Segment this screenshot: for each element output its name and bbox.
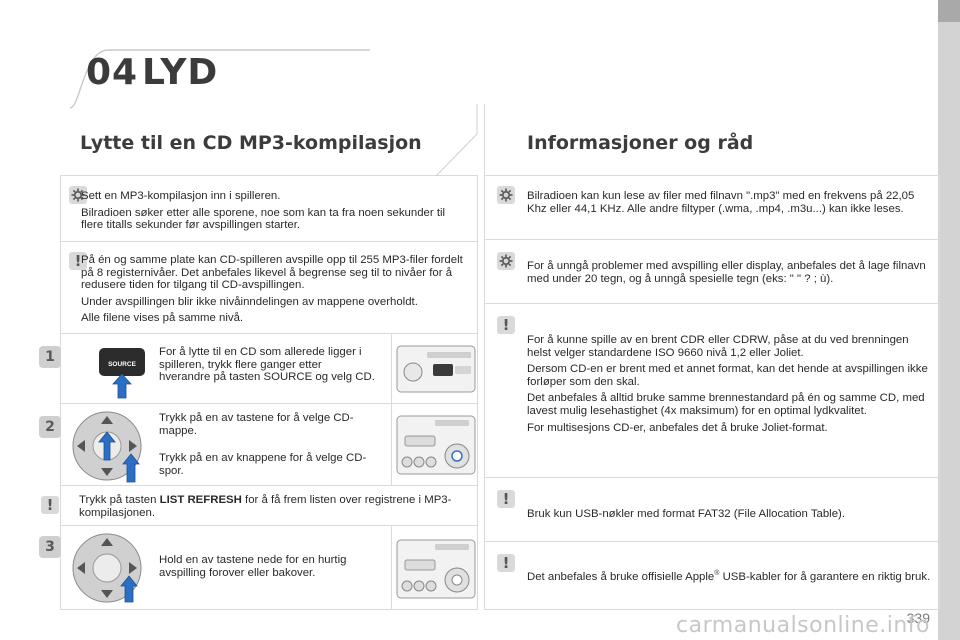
edge-notch: [938, 0, 960, 22]
step-divider: [391, 526, 392, 610]
warning-text-usb: Bruk kun USB-nøkler med format FAT32 (Fi…: [527, 508, 846, 520]
step-divider: [391, 404, 392, 486]
step-2-text-b: Trykk på en av knappene for å velge CD-s…: [159, 452, 367, 477]
tip-icon-box: [497, 252, 515, 270]
warning-icon-box: !: [69, 252, 87, 270]
intro-line-1: Sett en MP3-kompilasjon inn i spilleren.: [81, 190, 281, 202]
step-2-block: 2 Trykk på en av tastene for å velge CD-…: [39, 404, 478, 486]
gear-icon: [499, 188, 513, 202]
warning-line-1: På én og samme plate kan CD-spilleren av…: [81, 254, 463, 292]
header-tab-outline: [70, 49, 370, 109]
exclamation-icon: !: [502, 315, 510, 334]
right-title-box: Informasjoner og råd: [484, 104, 940, 176]
step-2-badge: 2: [39, 416, 61, 438]
source-button-label: SOURCE: [108, 361, 136, 368]
watermark: carmanualsonline.info: [676, 613, 930, 638]
tip-block-1: Bilradioen kan kun lese av filer med fil…: [484, 176, 940, 240]
section-title-mp3: Lytte til en CD MP3-kompilasjon: [80, 132, 422, 154]
intro-line-2: Bilradioen søker etter alle sporene, noe…: [81, 206, 446, 232]
gear-icon: [71, 188, 85, 202]
step-1-badge: 1: [39, 346, 61, 368]
four-way-arrow-pad-icon: [72, 533, 142, 603]
cdr-line-1: For å kunne spille av en brent CDR eller…: [527, 334, 909, 359]
source-button-illustration: SOURCE: [99, 348, 145, 399]
warning-icon-box: !: [497, 490, 515, 508]
page-number: 339: [906, 610, 930, 626]
warning-icon-box: !: [497, 554, 515, 572]
warning-icon-box: !: [497, 316, 515, 334]
warning-text-apple: Det anbefales å bruke offisielle Apple® …: [527, 570, 931, 583]
tip-icon-box: [497, 186, 515, 204]
intro-text: Sett en MP3-kompilasjon inn i spilleren.…: [81, 190, 461, 236]
left-title-box: Lytte til en CD MP3-kompilasjon: [60, 104, 478, 176]
step-1-block: 1 SOURCE For å lytte til en CD som aller…: [39, 334, 478, 404]
chapter-header-tab: [70, 38, 430, 110]
tip-text-2: For å unngå problemer med avspilling ell…: [527, 260, 926, 285]
radio-unit-illustration: [396, 415, 476, 475]
warning-block-cdr: ! For å kunne spille av en brent CDR ell…: [484, 304, 940, 478]
tip-icon-box: [69, 186, 87, 204]
radio-unit-illustration: [396, 345, 476, 393]
list-refresh-text: Trykk på tasten LIST REFRESH for å få fr…: [79, 494, 452, 519]
chapter-number: 04: [86, 52, 139, 93]
step-1-text: For å lytte til en CD som allerede ligge…: [159, 346, 375, 384]
tip-text-1: Bilradioen kan kun lese av filer med fil…: [527, 190, 915, 215]
list-refresh-key: LIST REFRESH: [159, 494, 242, 506]
step-3-badge: 3: [39, 536, 61, 558]
step-3-block: 3 Hold en av tastene nede for en hurtig …: [39, 526, 478, 610]
list-refresh-block: ! Trykk på tasten LIST REFRESH for å få …: [41, 486, 478, 526]
section-title-info: Informasjoner og råd: [527, 132, 754, 154]
warning-block-usb: ! Bruk kun USB-nøkler med format FAT32 (…: [484, 478, 940, 542]
step-3-text: Hold en av tastene nede for en hurtig av…: [159, 554, 347, 579]
exclamation-icon: !: [502, 553, 510, 572]
exclamation-icon: !: [74, 251, 82, 270]
title-box-corner: [435, 104, 478, 176]
tip-block-2: For å unngå problemer med avspilling ell…: [484, 240, 940, 304]
intro-block: Sett en MP3-kompilasjon inn i spilleren.…: [60, 176, 478, 242]
cdr-line-2: Dersom CD-en er brent med et annet forma…: [527, 363, 928, 388]
right-column: Informasjoner og råd Bilradioen kan kun …: [484, 104, 940, 610]
step-divider: [391, 334, 392, 404]
warning-icon-box: !: [41, 496, 59, 514]
cdr-line-4: For multisesjons CD-er, anbefales det å …: [527, 421, 828, 434]
radio-unit-illustration: [396, 539, 476, 599]
exclamation-icon: !: [46, 495, 54, 514]
mp3-warning-block: ! På én og samme plate kan CD-spilleren …: [60, 242, 478, 334]
left-column: Lytte til en CD MP3-kompilasjon Sett en …: [39, 104, 478, 610]
warning-line-3: Alle filene vises på samme nivå.: [81, 312, 244, 325]
chapter-title: LYD: [142, 52, 219, 93]
gear-icon: [499, 254, 513, 268]
warning-text-cdr: For å kunne spille av en brent CDR eller…: [527, 334, 931, 438]
warning-block-apple: ! Det anbefales å bruke offisielle Apple…: [484, 542, 940, 610]
mp3-warning-text: På én og samme plate kan CD-spilleren av…: [81, 254, 471, 329]
exclamation-icon: !: [502, 489, 510, 508]
four-way-arrow-pad-icon: [72, 411, 142, 483]
registered-mark: ®: [714, 570, 720, 577]
step-2-text-a: Trykk på en av tastene for å velge CD-ma…: [159, 412, 354, 437]
warning-line-2: Under avspillingen blir ikke nivåinndeli…: [81, 295, 418, 308]
cdr-line-3: Det anbefales å alltid bruke samme brenn…: [527, 392, 925, 417]
page-edge-tab: [938, 0, 960, 640]
